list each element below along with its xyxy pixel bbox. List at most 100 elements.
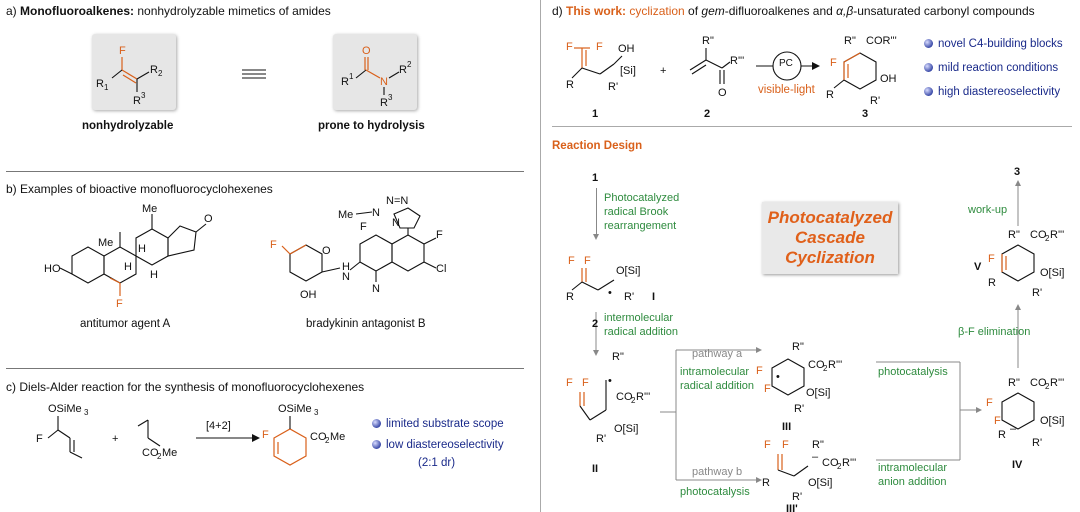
svg-text:O[Si]: O[Si]: [808, 477, 832, 489]
svg-text:III': III': [786, 503, 798, 512]
step2-label: 2: [592, 318, 599, 330]
panel-c-title: c) Diels-Alder reaction for the synthesi…: [6, 380, 365, 394]
pathway-b-label: pathway b: [692, 466, 743, 478]
svg-text:OH: OH: [880, 73, 897, 85]
svg-text:V: V: [974, 261, 982, 273]
svg-text:F: F: [262, 429, 269, 441]
svg-text:1: 1: [104, 83, 109, 92]
svg-text:F: F: [756, 365, 763, 377]
svg-text:R": R": [612, 351, 624, 363]
svg-text:F: F: [830, 57, 837, 69]
svg-text:F: F: [566, 41, 573, 53]
svg-text:F: F: [584, 255, 591, 267]
svg-text:F: F: [764, 439, 771, 451]
svg-text:R: R: [566, 291, 574, 303]
step1-label: 1: [592, 172, 599, 184]
svg-text:R''': R''': [828, 359, 842, 371]
bioactive-structures: F Me Me O H H H HO F OH HN O F F Cl N Me…: [44, 195, 446, 310]
compound-2-label: 2: [704, 108, 711, 120]
svg-text:R': R': [870, 95, 880, 107]
svg-text:[Si]: [Si]: [620, 65, 636, 77]
svg-text:R: R: [826, 89, 834, 101]
svg-text:III: III: [782, 421, 791, 433]
svg-text:N: N: [342, 271, 350, 283]
svg-text:R": R": [1008, 229, 1020, 241]
mild-conditions-bullet: mild reaction conditions: [924, 62, 1058, 74]
pathway-b-text: photocatalysis: [680, 486, 750, 498]
svg-text:R': R': [596, 433, 606, 445]
svg-text:R': R': [1032, 437, 1042, 449]
divider-a-b: [6, 171, 524, 172]
svg-text:OSiMe: OSiMe: [278, 403, 312, 415]
svg-text:Me: Me: [330, 431, 345, 443]
svg-text:2: 2: [157, 452, 162, 461]
intermolecular-text-1: intermolecular: [604, 312, 674, 324]
svg-text:R': R': [792, 491, 802, 503]
svg-text:Me: Me: [162, 447, 177, 459]
svg-text:CO: CO: [808, 359, 825, 371]
prone-to-hydrolysis-caption: prone to hydrolysis: [318, 120, 425, 132]
svg-text:3: 3: [314, 408, 319, 417]
svg-text:N: N: [372, 283, 380, 295]
svg-text:F: F: [596, 41, 603, 53]
svg-text:F: F: [782, 439, 789, 451]
pathway-a-text-2: radical addition: [680, 380, 754, 392]
svg-text:R: R: [133, 95, 141, 107]
svg-text:I: I: [652, 291, 655, 303]
antitumor-caption: antitumor agent A: [80, 318, 171, 330]
svg-text:H: H: [138, 243, 146, 255]
svg-text:F: F: [360, 221, 367, 233]
svg-text:R": R": [812, 439, 824, 451]
amide-box: [333, 34, 417, 110]
svg-text:O: O: [718, 87, 727, 99]
svg-text:CO: CO: [310, 431, 327, 443]
svg-text:F: F: [116, 298, 123, 310]
limited-scope-bullet: limited substrate scope: [372, 418, 504, 430]
panel-d-title: d) This work: cyclization of gem-difluor…: [552, 4, 1035, 18]
svg-text:•: •: [776, 371, 780, 383]
svg-text:2: 2: [407, 60, 412, 69]
svg-text:CO: CO: [1030, 377, 1047, 389]
reaction-design-title: Reaction Design: [552, 140, 643, 152]
svg-text:R''': R''': [842, 457, 856, 469]
svg-text:COR''': COR''': [866, 35, 897, 47]
diels-alder-arrow-label: [4+2]: [206, 420, 231, 432]
svg-text:2: 2: [1045, 382, 1050, 391]
svg-text:–: –: [1010, 423, 1017, 435]
svg-text:R: R: [150, 64, 158, 76]
svg-text:R''': R''': [1050, 377, 1064, 389]
svg-text:2: 2: [1045, 234, 1050, 243]
svg-text:F: F: [582, 377, 589, 389]
svg-text:R''': R''': [1050, 229, 1064, 241]
dr-ratio-text: (2:1 dr): [418, 457, 456, 469]
svg-text:N: N: [392, 217, 400, 229]
brook-text-3: rearrangement: [604, 220, 677, 232]
svg-text:3: 3: [141, 91, 146, 100]
svg-text:H: H: [124, 261, 132, 273]
svg-text:O[Si]: O[Si]: [1040, 415, 1064, 427]
panel-b-title: b) Examples of bioactive monofluorocyclo…: [6, 182, 273, 196]
svg-text:OH: OH: [618, 43, 635, 55]
svg-text:2: 2: [158, 69, 163, 78]
svg-text:OSiMe: OSiMe: [48, 403, 82, 415]
svg-text:R': R': [608, 81, 618, 93]
svg-text:O[Si]: O[Si]: [614, 423, 638, 435]
svg-text:R': R': [1032, 287, 1042, 299]
svg-text:HO: HO: [44, 263, 61, 275]
svg-text:R: R: [399, 64, 407, 76]
svg-text:Cl: Cl: [436, 263, 446, 275]
svg-text:Me: Me: [142, 203, 157, 215]
svg-text:R": R": [792, 341, 804, 353]
svg-text:F: F: [36, 433, 43, 445]
workup-text: work-up: [968, 204, 1008, 216]
compound-3-label: 3: [862, 108, 869, 120]
svg-text:F: F: [568, 255, 575, 267]
svg-text:R: R: [998, 429, 1006, 441]
svg-text:IV: IV: [1012, 459, 1023, 471]
svg-text:+: +: [660, 65, 666, 77]
svg-text:O[Si]: O[Si]: [616, 265, 640, 277]
svg-text:R''': R''': [636, 391, 650, 403]
